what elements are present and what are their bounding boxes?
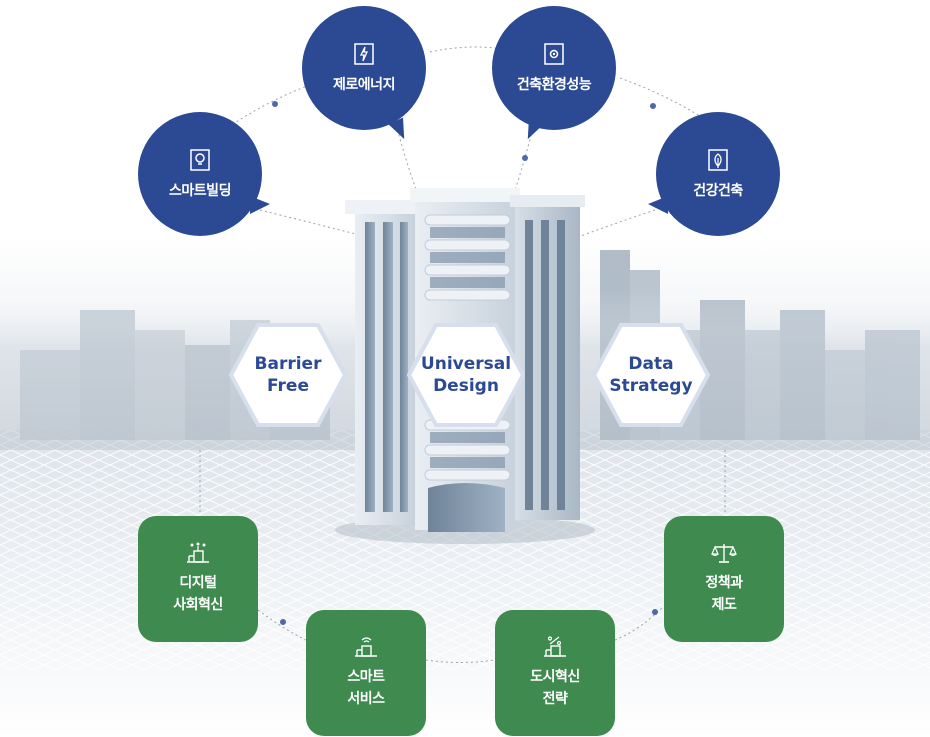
- hex-line-1: Universal: [420, 354, 512, 374]
- hex-line-2: Strategy: [609, 376, 693, 396]
- hex-line-1: Data: [628, 354, 674, 374]
- lightbulb-icon: [190, 149, 210, 171]
- box-smart-service: 스마트 서비스: [306, 610, 426, 736]
- hex-line-1: Barrier: [254, 354, 322, 374]
- wifi-building-icon: [355, 637, 377, 657]
- hex-data-strategy: Data Strategy: [592, 323, 710, 427]
- box-line-2: 전략: [542, 691, 568, 707]
- percent-building-icon: [544, 636, 566, 657]
- gear-icon: [544, 43, 564, 65]
- box-line-2: 사회혁신: [173, 597, 223, 613]
- hex-barrier-free: Barrier Free: [229, 323, 347, 427]
- box-digital-social: 디지털 사회혁신: [138, 516, 258, 642]
- leaf-icon: [708, 149, 728, 171]
- circle-label: 건강건축: [693, 183, 743, 199]
- circle-label: 건축환경성능: [516, 77, 592, 93]
- box-urban-innovation: 도시혁신 전략: [495, 610, 615, 736]
- lightning-icon: [354, 43, 374, 65]
- digital-network-building-icon: [187, 542, 209, 563]
- hex-line-2: Free: [267, 376, 309, 396]
- box-line-1: 도시혁신: [530, 669, 580, 685]
- circle-smart-building: 스마트빌딩: [138, 112, 270, 236]
- box-line-1: 디지털: [179, 575, 217, 591]
- hex-line-2: Design: [433, 376, 499, 396]
- circle-label: 스마트빌딩: [169, 183, 231, 199]
- circle-healthy-arch: 건강건축: [648, 112, 780, 236]
- box-line-2: 제도: [711, 597, 737, 613]
- circle-building-env: 건축환경성능: [492, 6, 616, 143]
- box-line-1: 스마트: [347, 669, 385, 685]
- box-line-1: 정책과: [705, 575, 743, 591]
- circle-label: 제로에너지: [333, 77, 395, 93]
- building-illustration: [335, 188, 595, 544]
- box-line-2: 서비스: [347, 691, 385, 707]
- scales-icon: [711, 544, 737, 563]
- circle-zero-energy: 제로에너지: [302, 6, 426, 143]
- hex-universal-design: Universal Design: [407, 323, 525, 427]
- box-policy: 정책과 제도: [664, 516, 784, 642]
